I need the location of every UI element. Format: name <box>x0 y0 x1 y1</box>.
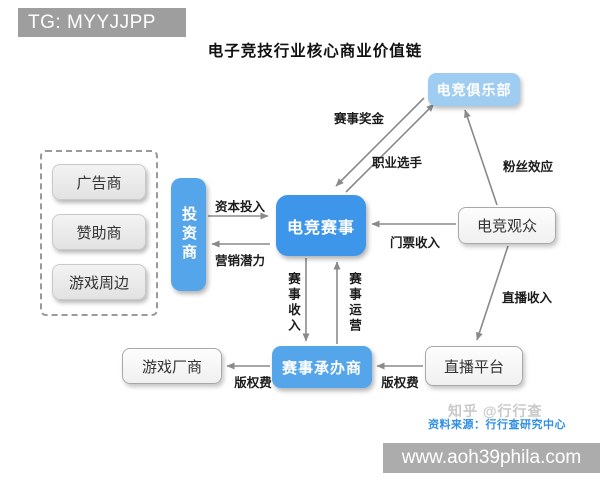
node-game-maker: 游戏厂商 <box>122 348 222 384</box>
edge-label-stream-income: 直播收入 <box>501 291 552 305</box>
edge-label-capital: 资本投入 <box>214 200 265 214</box>
node-club: 电竞俱乐部 <box>428 73 520 106</box>
node-stream-platform: 直播平台 <box>425 346 523 386</box>
node-investor: 投资商 <box>171 178 206 291</box>
edge-label-players: 职业选手 <box>371 156 422 170</box>
arrow-fan-effect <box>464 109 498 206</box>
source-text: 资料来源：行行查研究中心 <box>428 419 566 431</box>
node-audience: 电竞观众 <box>458 207 556 244</box>
node-advertiser: 广告商 <box>52 164 146 200</box>
commercial-group-container <box>40 150 158 316</box>
node-game-merch: 游戏周边 <box>52 264 146 300</box>
edge-label-fan-effect: 粉丝效应 <box>502 160 553 174</box>
edge-label-marketing: 营销潜力 <box>214 254 265 268</box>
edge-label-prize: 赛事奖金 <box>333 112 384 126</box>
node-sponsor: 赞助商 <box>52 214 146 250</box>
edge-label-event-ops: 赛事运营 <box>347 272 361 334</box>
node-event: 电竞赛事 <box>276 195 366 256</box>
zhihu-watermark: 知乎 @行行查 <box>448 403 543 419</box>
edge-label-copyright-left: 版权费 <box>234 376 272 390</box>
node-organizer: 赛事承办商 <box>272 346 372 388</box>
edge-label-event-income: 赛事收入 <box>286 272 300 334</box>
url-watermark-banner: www.aoh39phila.com <box>383 443 600 473</box>
edge-label-ticket: 门票收入 <box>389 236 440 250</box>
top-watermark-banner: TG: MYYJJPP <box>18 8 186 37</box>
diagram-title: 电子竞技行业核心商业价值链 <box>207 43 423 60</box>
edge-label-copyright-right: 版权费 <box>381 376 419 390</box>
